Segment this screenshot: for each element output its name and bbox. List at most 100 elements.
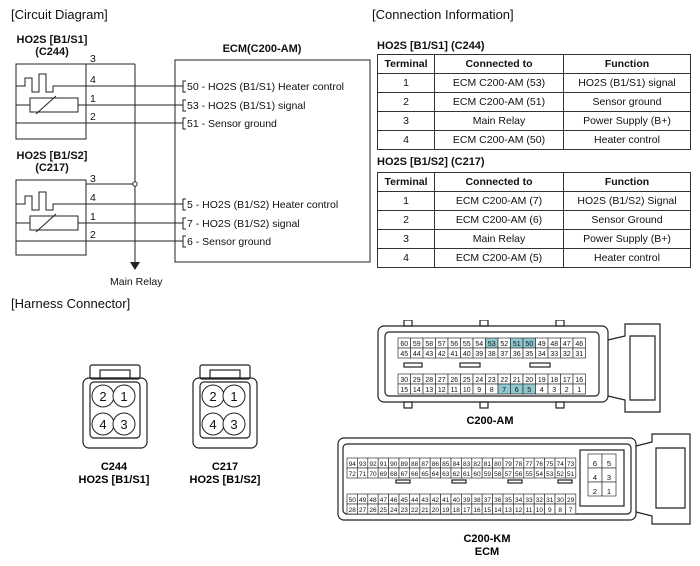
pin-number: 1 xyxy=(607,487,611,496)
s2-pin-3: 3 xyxy=(90,173,96,185)
col-connected-to: Connected to xyxy=(434,54,564,74)
pin-number: 24 xyxy=(475,377,483,384)
ecm-pin-7: 7 xyxy=(187,218,193,230)
pin-number: 34 xyxy=(515,497,523,504)
pin-number: 30 xyxy=(400,377,408,384)
c244-code: C244 xyxy=(101,461,128,473)
pin-cell xyxy=(601,481,617,497)
s2-pin-2: 2 xyxy=(90,229,96,241)
pin-number: 36 xyxy=(513,351,521,358)
pin-number: 74 xyxy=(557,461,565,468)
pin-number: 70 xyxy=(369,471,377,478)
pin-number: 14 xyxy=(413,387,421,394)
svg-text:53 - HO2S (B1/S1) signal: 53 - HO2S (B1/S1) signal xyxy=(187,100,305,112)
pin-number: 13 xyxy=(425,387,433,394)
s2-pin-4: 4 xyxy=(90,192,96,204)
pin-number: 53 xyxy=(546,471,554,478)
main-relay-label: Main Relay xyxy=(110,276,163,288)
cell-connected-to: ECM C200-AM (53) xyxy=(434,73,564,93)
cell-function: HO2S (B1/S1) signal xyxy=(563,73,691,93)
pin-number: 58 xyxy=(494,471,502,478)
pin-number: 39 xyxy=(475,351,483,358)
pin-number: 10 xyxy=(536,507,544,514)
pin-number: 33 xyxy=(550,351,558,358)
sensor-b1s1-symbol xyxy=(15,63,87,140)
pin-number: 65 xyxy=(421,471,429,478)
pin-number: 41 xyxy=(442,497,450,504)
pin-number: 64 xyxy=(432,471,440,478)
c244-name: HO2S [B1/S1] xyxy=(79,474,150,486)
pin-number: 41 xyxy=(450,351,458,358)
pin-number: 49 xyxy=(538,341,546,348)
pin-number: 14 xyxy=(494,507,502,514)
pin-number: 75 xyxy=(546,461,554,468)
cell-connected-to: Main Relay xyxy=(434,111,564,131)
pin-number: 59 xyxy=(413,341,421,348)
pin-number: 30 xyxy=(557,497,565,504)
pin-number: 71 xyxy=(359,471,367,478)
col-function: Function xyxy=(563,172,691,192)
pin-number: 57 xyxy=(505,471,513,478)
pin-number: 60 xyxy=(400,341,408,348)
s2-name: HO2S [B1/S2] xyxy=(17,150,88,162)
pin-number: 85 xyxy=(442,461,450,468)
pin-number: 11 xyxy=(526,507,533,514)
c244-pin: 2 xyxy=(99,389,106,404)
c200am-connector xyxy=(377,320,661,413)
pin-number: 49 xyxy=(359,497,367,504)
pin-number: 51 xyxy=(513,341,521,348)
cell-terminal: 4 xyxy=(377,130,435,150)
pin-number: 31 xyxy=(546,497,554,504)
ecm-pin-53-label: - HO2S (B1/S1) signal xyxy=(199,100,306,112)
pin-number: 10 xyxy=(463,387,471,394)
c217-pin: 3 xyxy=(230,417,237,432)
cell-terminal: 3 xyxy=(377,111,435,131)
pin-number: 8 xyxy=(490,387,494,394)
circuit-diagram: HO2S [B1/S1] (C244) HO2S [B1/S2] (C217) … xyxy=(15,34,371,288)
pin-number: 56 xyxy=(515,471,523,478)
cell-connected-to: ECM C200-AM (5) xyxy=(434,248,564,268)
pin-number: 45 xyxy=(401,497,409,504)
pin-number: 11 xyxy=(451,387,458,394)
pin-number: 37 xyxy=(500,351,508,358)
pin-number: 60 xyxy=(473,471,481,478)
cell-terminal: 1 xyxy=(377,73,435,93)
pin-number: 63 xyxy=(442,471,450,478)
s1-name: HO2S [B1/S1] xyxy=(17,34,88,46)
c244-pins xyxy=(91,384,136,436)
pin-number: 24 xyxy=(390,507,398,514)
pin-number: 62 xyxy=(453,471,461,478)
pin-number: 67 xyxy=(401,471,409,478)
pin-number: 3 xyxy=(552,387,556,394)
pin-number: 21 xyxy=(421,507,429,514)
pin-number: 86 xyxy=(432,461,440,468)
pin-number: 26 xyxy=(450,377,458,384)
pin-number: 88 xyxy=(411,461,419,468)
pin-number: 19 xyxy=(442,507,450,514)
s1-pin-3: 3 xyxy=(90,53,96,65)
pin-number: 20 xyxy=(525,377,533,384)
pin-number: 3 xyxy=(607,473,611,482)
pin-number: 5 xyxy=(527,387,531,394)
pin-number: 12 xyxy=(438,387,446,394)
pin-number: 76 xyxy=(536,461,544,468)
pin-number: 72 xyxy=(349,471,357,478)
pin-number: 7 xyxy=(502,387,506,394)
pin-cell xyxy=(565,467,577,479)
pin-number: 43 xyxy=(425,351,433,358)
pin-number: 52 xyxy=(500,341,508,348)
pin-number: 2 xyxy=(565,387,569,394)
col-terminal: Terminal xyxy=(377,54,435,74)
c200km-ecm-label: ECM xyxy=(475,546,499,558)
svg-text:5 - HO2S (B1/S2) Heater contro: 5 - HO2S (B1/S2) Heater control xyxy=(187,199,338,211)
connection-info-heading: [Connection Information] xyxy=(372,7,514,22)
c244-pin: 1 xyxy=(120,389,127,404)
pin-number: 40 xyxy=(453,497,461,504)
pin-number: 15 xyxy=(400,387,408,394)
pin-number: 77 xyxy=(525,461,533,468)
pin-number: 38 xyxy=(488,351,496,358)
c217-code: C217 xyxy=(212,461,238,473)
ecm-box xyxy=(174,59,371,263)
cell-function: Heater control xyxy=(563,248,691,268)
